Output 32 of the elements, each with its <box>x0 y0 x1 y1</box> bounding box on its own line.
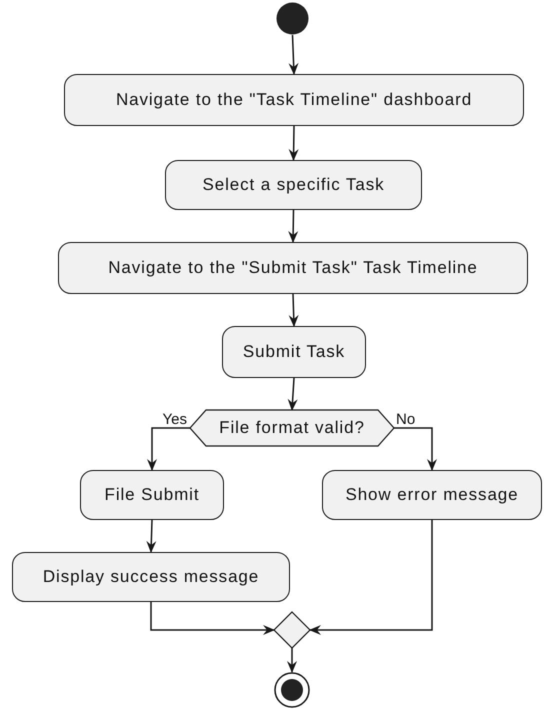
edge-label: No <box>395 412 416 427</box>
action-text: Navigate to the "Task Timeline" dashboard <box>116 90 472 110</box>
arrow <box>288 34 299 75</box>
arrow <box>287 648 297 673</box>
start-node <box>276 2 309 35</box>
arrow <box>394 427 437 471</box>
action-text: Show error message <box>345 485 519 505</box>
action-box <box>322 470 542 520</box>
arrow <box>288 378 298 411</box>
arrow <box>288 126 299 161</box>
arrow <box>150 602 275 635</box>
arrow <box>309 520 433 635</box>
action-text: File format valid? <box>219 418 365 438</box>
action-box <box>12 552 290 602</box>
action-text: File Submit <box>104 485 200 505</box>
decision-hexagon <box>190 410 394 446</box>
action-box <box>64 74 524 126</box>
arrow <box>288 210 298 243</box>
arrow <box>147 427 190 471</box>
action-box <box>80 470 224 520</box>
action-box <box>222 326 366 378</box>
end-node <box>274 672 310 708</box>
arrow <box>146 520 156 553</box>
action-text: Select a specific Task <box>202 175 384 195</box>
action-box <box>58 242 528 294</box>
arrow <box>288 294 299 327</box>
action-box <box>165 160 422 210</box>
merge-diamond <box>274 612 310 648</box>
action-text: Navigate to the "Submit Task" Task Timeline <box>108 258 478 278</box>
edge-label: Yes <box>162 412 188 427</box>
action-text: Submit Task <box>242 342 346 362</box>
action-text: Display success message <box>42 567 260 587</box>
